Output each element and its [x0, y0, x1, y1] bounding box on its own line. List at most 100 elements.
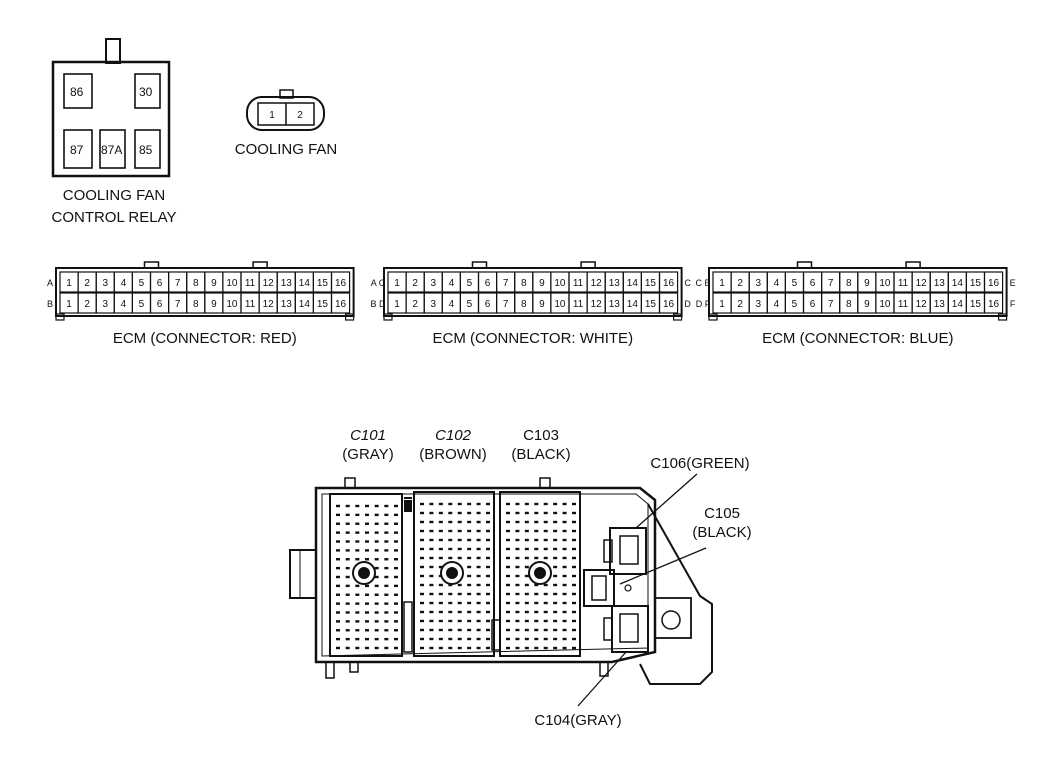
- ecm2-row1-pin-16: 16: [663, 278, 675, 289]
- ecm1-row1-pin-15: 15: [317, 278, 329, 289]
- ecm3-row-letter-bottom-right: F: [1010, 299, 1016, 309]
- ecm3-row2-pin-7: 7: [828, 299, 834, 310]
- ecm3-row2-pin-3: 3: [755, 299, 761, 310]
- ecm2-row2-pin-14: 14: [627, 299, 639, 310]
- relay-title-line1: COOLING FAN: [63, 187, 166, 204]
- ecm3-row1-pin-12: 12: [916, 278, 928, 289]
- c105-connector: [583, 569, 615, 607]
- ecm2-row1-pin-12: 12: [591, 278, 603, 289]
- c104-connector: [611, 605, 649, 653]
- ecm2-row2-pin-10: 10: [554, 299, 566, 310]
- relay-terminal-87: 87: [70, 143, 84, 157]
- ecm2-row2-pin-4: 4: [449, 299, 455, 310]
- ecm1-row2-pin-11: 11: [245, 299, 256, 310]
- ecm1-row2-pin-1: 1: [66, 299, 72, 310]
- ecm1-label: ECM (CONNECTOR: RED): [113, 330, 297, 347]
- ecm2-row2-pin-9: 9: [539, 299, 545, 310]
- ecm2-row1-pin-11: 11: [573, 278, 584, 289]
- ecm3-row-letter-top-right: E: [1010, 278, 1016, 288]
- ecm2-row2-pin-7: 7: [503, 299, 509, 310]
- ecm1-row2-pin-9: 9: [211, 299, 217, 310]
- ecm2-row1-pin-4: 4: [449, 278, 455, 289]
- relay-terminal-85: 85: [139, 143, 153, 157]
- ecm3-row2-pin-10: 10: [879, 299, 891, 310]
- c104-label: C104(GRAY): [534, 712, 621, 729]
- ecm1-row2-pin-2: 2: [84, 299, 90, 310]
- ecm3-row2-pin-11: 11: [898, 299, 909, 310]
- ecm3-row1-pin-14: 14: [952, 278, 964, 289]
- ecm1-row1-pin-5: 5: [139, 278, 145, 289]
- relay-terminal-30: 30: [139, 85, 153, 99]
- ecm1-row1-pin-7: 7: [175, 278, 181, 289]
- ecm2-row2-pin-5: 5: [467, 299, 473, 310]
- ecm3-row1-pin-16: 16: [988, 278, 1000, 289]
- ecm3-row2-pin-1: 1: [719, 299, 725, 310]
- ecm3-row1-pin-13: 13: [934, 278, 946, 289]
- ecm2-row1-pin-13: 13: [609, 278, 621, 289]
- c106-connector: [609, 527, 647, 575]
- ecm1-row2-pin-5: 5: [139, 299, 145, 310]
- ecm2-row2-pin-12: 12: [591, 299, 603, 310]
- ecm3-row2-pin-4: 4: [774, 299, 780, 310]
- ecm2-row2-pin-3: 3: [430, 299, 436, 310]
- ecm2-row2-pin-16: 16: [663, 299, 675, 310]
- ecm2-row1-pin-5: 5: [467, 278, 473, 289]
- ecm3-row1-pin-11: 11: [898, 278, 909, 289]
- ecm3-row1-pin-5: 5: [792, 278, 798, 289]
- ecm3-row2-pin-8: 8: [846, 299, 852, 310]
- relay-terminal-86: 86: [70, 85, 84, 99]
- ecm2-row1-pin-15: 15: [645, 278, 657, 289]
- ecm2-row1-pin-9: 9: [539, 278, 545, 289]
- c103-id: C103: [523, 427, 559, 444]
- ecm1-row2-pin-12: 12: [263, 299, 275, 310]
- relay-title-line2: CONTROL RELAY: [51, 209, 176, 226]
- ecm1-row1-pin-9: 9: [211, 278, 217, 289]
- ecm1-row2-pin-4: 4: [121, 299, 127, 310]
- ecm2-row2-pin-8: 8: [521, 299, 527, 310]
- ecm1-row1-pin-12: 12: [263, 278, 275, 289]
- ecm3-row1-pin-9: 9: [864, 278, 870, 289]
- c105-color: (BLACK): [692, 524, 751, 541]
- ecm1-row1-pin-8: 8: [193, 278, 199, 289]
- ecm1-row2-pin-3: 3: [102, 299, 108, 310]
- ecm3-label: ECM (CONNECTOR: BLUE): [762, 330, 953, 347]
- ecm3-row2-pin-14: 14: [952, 299, 964, 310]
- ecm3-row1-pin-1: 1: [719, 278, 725, 289]
- ecm2-row-letter-top-right: C: [684, 278, 691, 288]
- ecm1-row1-pin-16: 16: [335, 278, 347, 289]
- ecm2-row1-pin-3: 3: [430, 278, 436, 289]
- ecm3-row1-pin-8: 8: [846, 278, 852, 289]
- c103-color: (BLACK): [511, 446, 570, 463]
- ecm1-row1-pin-10: 10: [226, 278, 238, 289]
- ecm3-row2-pin-12: 12: [916, 299, 928, 310]
- c105-id: C105: [704, 505, 740, 522]
- ecm3-row2-pin-2: 2: [737, 299, 743, 310]
- ecm3-row1-pin-15: 15: [970, 278, 982, 289]
- ecm1-row1-pin-6: 6: [157, 278, 163, 289]
- fan-title: COOLING FAN: [235, 141, 338, 158]
- ecm1-row-letter-top-left: A: [47, 278, 53, 288]
- ecm2-row1-pin-7: 7: [503, 278, 509, 289]
- ecm1-row2-pin-14: 14: [299, 299, 311, 310]
- ecm2-label: ECM (CONNECTOR: WHITE): [433, 330, 634, 347]
- ecm3-row1-pin-7: 7: [828, 278, 834, 289]
- ecm2-row1-pin-2: 2: [412, 278, 418, 289]
- ecm2-row1-pin-6: 6: [485, 278, 491, 289]
- fan-pin-1: 1: [269, 110, 275, 121]
- ecm2-row-letter-top-left: A C: [371, 278, 386, 288]
- ecm2-row1-pin-1: 1: [394, 278, 400, 289]
- ecm2-row1-pin-10: 10: [554, 278, 566, 289]
- ecm2-row2-pin-2: 2: [412, 299, 418, 310]
- ecm3-row2-pin-6: 6: [810, 299, 816, 310]
- ecm1-row1-pin-1: 1: [66, 278, 72, 289]
- ecm1-row2-pin-13: 13: [281, 299, 293, 310]
- ecm3-row2-pin-5: 5: [792, 299, 798, 310]
- ecm3-row2-pin-15: 15: [970, 299, 982, 310]
- ecm1-row1-pin-14: 14: [299, 278, 311, 289]
- ecm3-row1-pin-10: 10: [879, 278, 891, 289]
- ecm1-row2-pin-10: 10: [226, 299, 238, 310]
